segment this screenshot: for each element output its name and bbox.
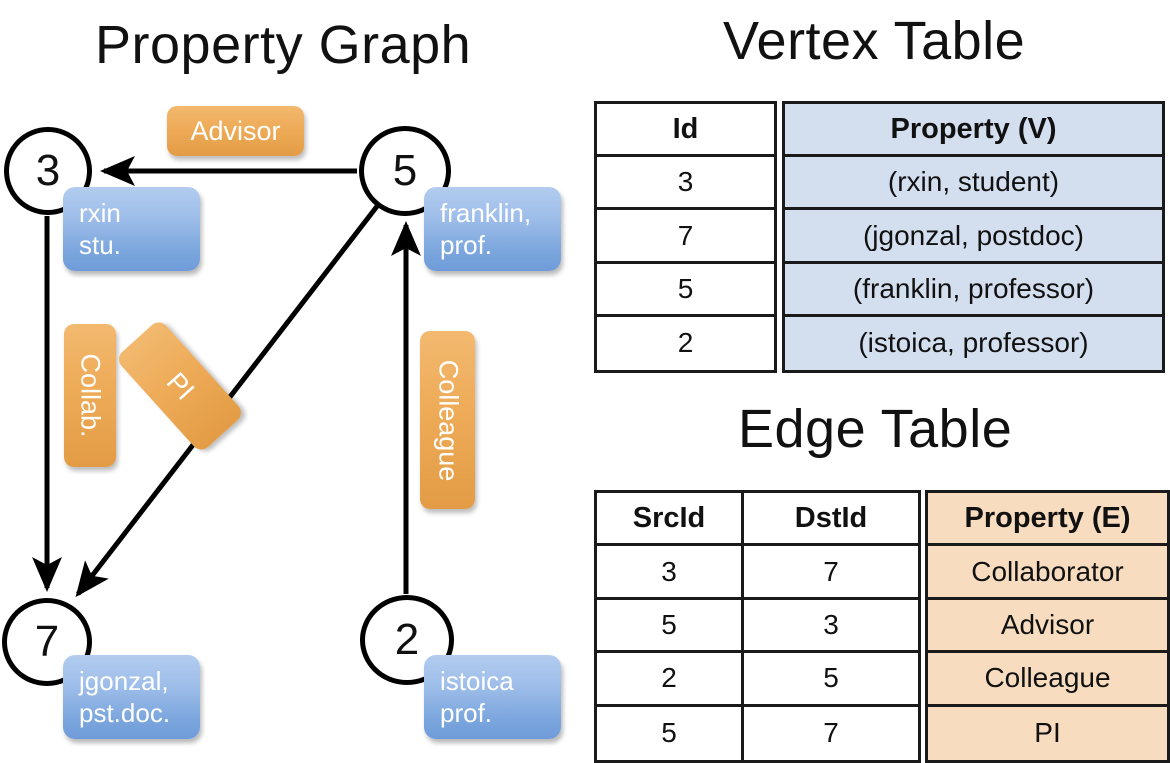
edge-label-advisor[interactable]: Advisor <box>167 106 304 156</box>
vertex-property-box-7-line1: jgonzal, <box>79 666 169 697</box>
vertex-table: Id 3 7 5 2 Property (V) (rxin, student) … <box>594 101 1165 373</box>
table-row: 3 <box>597 157 774 211</box>
graph-node-5[interactable]: 5 <box>359 126 451 216</box>
vertex-property-box-5[interactable]: franklin, prof. <box>424 187 561 271</box>
table-row: 5 <box>597 600 741 654</box>
table-row: Colleague <box>928 653 1167 707</box>
vertex-property-box-7-line2: pst.doc. <box>79 698 171 728</box>
vertex-property-box-2-line2: prof. <box>440 698 493 728</box>
graph-node-7-label: 7 <box>34 617 60 666</box>
table-row: 5 <box>597 264 774 317</box>
vertex-property-box-7[interactable]: jgonzal, pst.doc. <box>63 655 200 739</box>
page-title-vertex-table: Vertex Table <box>723 11 1026 71</box>
table-row: Collaborator <box>928 546 1167 600</box>
edge-table-header-property: Property (E) <box>928 493 1167 547</box>
table-row: (jgonzal, postdoc) <box>785 210 1162 264</box>
vertex-property-box-3-line2: stu. <box>79 230 121 260</box>
edge-label-collab-text: Collab. <box>75 353 106 438</box>
vertex-property-box-5-line2: prof. <box>440 230 493 260</box>
vertex-property-box-5-line1: franklin, <box>440 198 532 229</box>
graph-node-3-label: 3 <box>35 146 61 195</box>
table-row: 3 <box>744 600 918 654</box>
table-row: 7 <box>823 717 839 749</box>
edge-table: SrcId 3 5 2 5 DstId 7 3 5 7 Property (E)… <box>594 490 1170 763</box>
table-row: (rxin, student) <box>785 157 1162 211</box>
edge-table-column-srcid: SrcId 3 5 2 5 <box>594 490 744 763</box>
edge-table-column-dstid: DstId 7 3 5 7 <box>741 490 921 763</box>
graph-node-2[interactable]: 2 <box>360 595 454 685</box>
edge-label-advisor-text: Advisor <box>190 115 281 146</box>
vertex-property-box-2[interactable]: istoica prof. <box>424 655 561 739</box>
table-row: (franklin, professor) <box>785 263 1162 317</box>
vertex-property-box-3[interactable]: rxin stu. <box>63 187 200 271</box>
table-row: 2 <box>677 327 694 359</box>
table-row: 7 <box>597 210 774 264</box>
edge-label-collab[interactable]: Collab. <box>64 324 116 467</box>
vertex-table-column-id: Id 3 7 5 2 <box>594 101 777 373</box>
edge-label-colleague-text: Colleague <box>433 359 463 481</box>
vertex-property-box-2-line1: istoica <box>440 666 514 697</box>
edge-table-header-srcid: SrcId <box>597 493 741 547</box>
page-title-edge-table: Edge Table <box>738 399 1013 459</box>
edge-label-pi-text: PI <box>160 366 201 406</box>
graph-node-2-label: 2 <box>394 615 420 664</box>
edge-label-colleague[interactable]: Colleague <box>420 331 475 509</box>
vertex-property-box-3-line1: rxin <box>79 198 121 229</box>
table-row: 7 <box>744 546 918 600</box>
table-row: (istoica, professor) <box>785 316 1162 371</box>
table-row: PI <box>928 706 1167 760</box>
edge-table-column-property: Property (E) Collaborator Advisor Collea… <box>925 490 1170 763</box>
table-row: 2 <box>597 653 741 707</box>
edge-table-header-dstid: DstId <box>744 493 918 547</box>
table-row: 3 <box>597 546 741 600</box>
page-title-property-graph: Property Graph <box>95 15 472 75</box>
graph-node-5-label: 5 <box>392 146 418 195</box>
table-row: 5 <box>661 717 677 749</box>
vertex-table-header-id: Id <box>597 104 774 158</box>
vertex-table-column-property: Property (V) (rxin, student) (jgonzal, p… <box>782 101 1165 373</box>
table-row: Advisor <box>928 599 1167 654</box>
vertex-table-header-property: Property (V) <box>785 104 1162 158</box>
table-row: 5 <box>744 653 918 707</box>
